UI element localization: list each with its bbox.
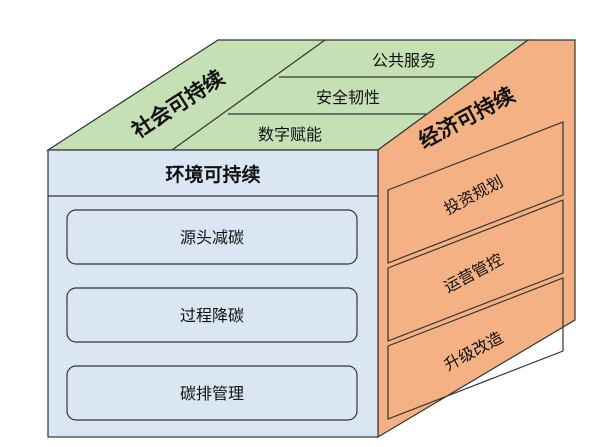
top-face-row-1: 公共服务	[372, 51, 436, 70]
front-face-title: 环境可持续	[165, 163, 260, 186]
right-face-box-2	[387, 199, 564, 342]
front-face-box-2	[66, 287, 358, 343]
front-face-item-2: 过程降碳	[180, 306, 244, 325]
front-face-box-1	[66, 209, 358, 265]
front-face-item-1: 源头减碳	[180, 228, 244, 247]
front-face-box-3	[66, 365, 358, 421]
front-face: 环境可持续 源头减碳 过程降碳 碳排管理	[47, 149, 379, 438]
right-face-box-1	[387, 121, 564, 264]
front-face-background	[47, 149, 379, 438]
right-face-box-3	[387, 277, 564, 420]
top-face-row-2: 安全韧性	[316, 88, 380, 107]
top-face-row-3: 数字赋能	[258, 125, 322, 144]
top-face-title-divider	[171, 39, 326, 151]
front-face-item-3: 碳排管理	[180, 384, 244, 403]
right-face: 经济可持续 投资规划 运营管控 升级改造	[377, 39, 576, 439]
